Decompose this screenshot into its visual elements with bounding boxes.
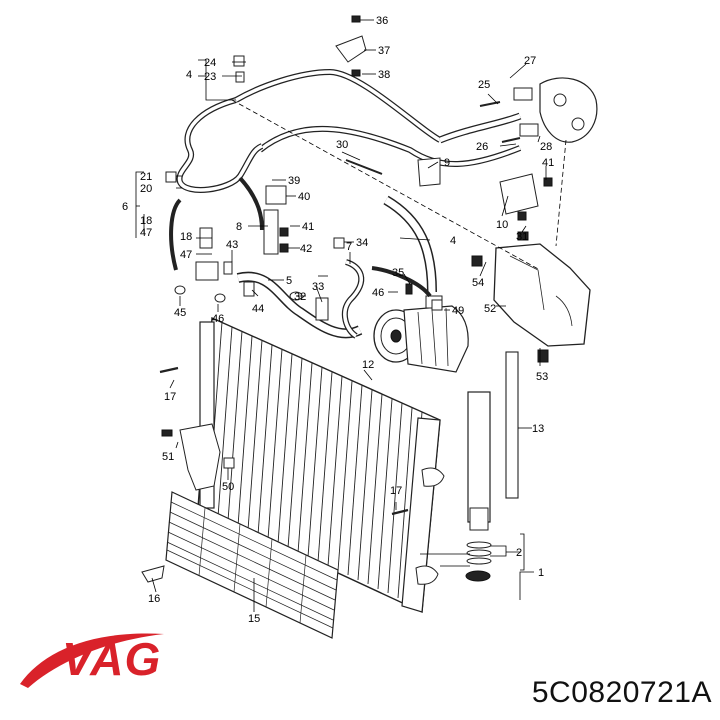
callout-17a: 17	[164, 391, 176, 403]
heat-shield	[493, 243, 591, 347]
callout-38: 38	[378, 69, 390, 81]
callout-45: 45	[174, 307, 186, 319]
callout-33: 33	[312, 281, 324, 293]
callout-17b: 17	[390, 485, 402, 497]
callout-41a: 41	[542, 157, 554, 169]
callout-40: 40	[298, 191, 310, 203]
callout-9: 9	[444, 157, 450, 169]
callout-44: 44	[252, 303, 264, 315]
callout-49: 49	[452, 305, 464, 317]
callout-15: 15	[248, 613, 260, 625]
callout-31: 31	[516, 231, 528, 243]
callout-52: 52	[484, 303, 496, 315]
callout-39: 39	[288, 175, 300, 187]
callout-53: 53	[536, 371, 548, 383]
callout-16: 16	[148, 593, 160, 605]
expansion-valve-block	[513, 77, 598, 143]
filter-element	[505, 351, 519, 499]
callout-37: 37	[378, 45, 390, 57]
callout-35: 35	[392, 267, 404, 279]
refrigerant-lines	[169, 68, 522, 339]
callout-4a: 4	[186, 69, 192, 81]
callout-18a: 18	[140, 215, 152, 227]
callout-54: 54	[472, 277, 484, 289]
callout-18b: 18	[180, 231, 192, 243]
brand-name: VAG	[62, 633, 162, 685]
callout-7: 7	[346, 241, 352, 253]
receiver-drier	[465, 391, 492, 582]
callout-34: 34	[356, 237, 368, 249]
callout-12: 12	[362, 359, 374, 371]
callout-23: 23	[204, 71, 216, 83]
brackets-and-fasteners	[141, 15, 553, 583]
callout-50: 50	[222, 481, 234, 493]
callout-8: 8	[236, 221, 242, 233]
callout-24: 24	[204, 57, 216, 69]
callout-27: 27	[524, 55, 536, 67]
callout-30: 30	[336, 139, 348, 151]
callout-13: 13	[532, 423, 544, 435]
callout-4b: 4	[450, 235, 456, 247]
callout-1: 1	[538, 567, 544, 579]
callout-2: 2	[516, 547, 522, 559]
callout-6: 6	[122, 201, 128, 213]
callout-25: 25	[478, 79, 490, 91]
callout-labels: 36 37 38 24 23 4 27 25 26 28 30 9 41 10 …	[122, 15, 554, 625]
vag-logo	[20, 633, 164, 688]
condenser-screen	[165, 491, 339, 639]
callout-46b: 46	[212, 313, 224, 325]
callout-32: 32	[294, 291, 306, 303]
callout-46a: 46	[372, 287, 384, 299]
callout-20: 20	[140, 183, 152, 195]
callout-36: 36	[376, 15, 388, 27]
callout-47a: 47	[140, 227, 152, 239]
callout-41b: 41	[302, 221, 314, 233]
callout-28: 28	[540, 141, 552, 153]
part-number: 5C0820721A	[531, 676, 712, 709]
callout-10: 10	[496, 219, 508, 231]
callout-26: 26	[476, 141, 488, 153]
callout-43: 43	[226, 239, 238, 251]
leader-lines	[135, 19, 567, 612]
callout-5: 5	[286, 275, 292, 287]
callout-21: 21	[140, 171, 152, 183]
callout-42: 42	[300, 243, 312, 255]
callout-51: 51	[162, 451, 174, 463]
callout-47b: 47	[180, 249, 192, 261]
